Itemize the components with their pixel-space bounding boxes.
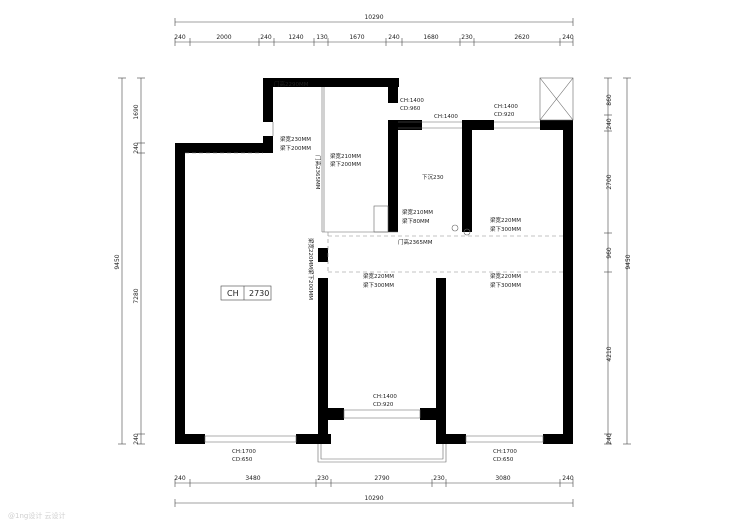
bottom-seg-2: 230 xyxy=(317,475,329,482)
ch-box-value: 2730 xyxy=(249,289,269,298)
ch-bottom-left-label-a: CH:1700 xyxy=(232,449,256,455)
ch-mid-label-b: CD:920 xyxy=(373,402,394,408)
left-dimension-total: 9450 xyxy=(114,77,126,445)
ch-bottom-left-label-b: CD:650 xyxy=(232,457,253,463)
bottom-total-text: 10290 xyxy=(364,495,383,502)
ch-room-label-b: CD:920 xyxy=(494,112,515,118)
beam6-label-b: 梁下300MM xyxy=(490,281,521,289)
top-dimension-segments: 240 2000 240 1240 130 1670 240 1680 230 … xyxy=(174,34,574,46)
bottom-seg-5: 3080 xyxy=(495,475,510,482)
door-mid-label: 门高2365MM xyxy=(398,238,433,246)
beam4-label-b: 梁下300MM xyxy=(490,225,521,233)
beam3-label-b: 梁下80MM xyxy=(402,217,430,225)
left-seg-1: 240 xyxy=(133,142,140,154)
beam5-label-b: 梁下300MM xyxy=(363,281,394,289)
door-side-label: 门高2365MM xyxy=(314,155,322,190)
right-seg-5: 240 xyxy=(606,433,613,445)
right-seg-3: 960 xyxy=(606,247,613,259)
room-labels: 门高2290MM 梁宽230MM 梁下200MM 门高2365MM 梁宽210M… xyxy=(232,80,521,463)
thin-lines xyxy=(204,77,574,463)
bottom-seg-3: 2790 xyxy=(374,475,389,482)
top-seg-4: 130 xyxy=(316,34,328,41)
bottom-seg-1: 3480 xyxy=(245,475,260,482)
beam6-label-a: 梁宽220MM xyxy=(490,272,521,280)
left-seg-3: 240 xyxy=(133,433,140,445)
sunken-label: 下沉230 xyxy=(422,173,444,181)
left-total-text: 9450 xyxy=(114,254,121,269)
right-total-text: 9450 xyxy=(625,254,632,269)
top-dimension-total: 10290 xyxy=(174,14,574,26)
top-seg-10: 240 xyxy=(562,34,574,41)
door-top-label: 门高2290MM xyxy=(274,80,309,88)
beam3-label-a: 梁宽210MM xyxy=(402,208,433,216)
ch-bath-label: CH:1400 xyxy=(434,114,458,120)
bottom-seg-4: 230 xyxy=(433,475,445,482)
top-seg-6: 240 xyxy=(388,34,400,41)
ch-box-label: CH xyxy=(227,289,239,298)
bottom-seg-6: 240 xyxy=(562,475,574,482)
top-seg-7: 1680 xyxy=(423,34,438,41)
right-seg-0: 860 xyxy=(606,94,613,106)
top-seg-8: 230 xyxy=(461,34,473,41)
top-seg-0: 240 xyxy=(174,34,186,41)
walls xyxy=(175,78,573,444)
ch-bottom-right-label-b: CD:650 xyxy=(493,457,514,463)
top-total-text: 10290 xyxy=(364,14,383,21)
watermark: @1ng设计 云设计 xyxy=(8,511,66,520)
beam1-label-b: 梁下200MM xyxy=(280,144,311,152)
beam-dashed-lines xyxy=(185,152,563,273)
top-seg-2: 240 xyxy=(260,34,272,41)
right-seg-1: 240 xyxy=(606,118,613,130)
beam2-label-b: 梁下200MM xyxy=(330,160,361,168)
ch-bottom-right-label-a: CH:1700 xyxy=(493,449,517,455)
beam1-label-a: 梁宽230MM xyxy=(280,135,311,143)
right-dimension-total: 9450 xyxy=(623,77,632,445)
bottom-dimension-segments: 240 3480 230 2790 230 3080 240 xyxy=(174,475,574,487)
right-dimension-segments: 860 240 2700 960 4210 240 xyxy=(604,77,613,445)
top-seg-3: 1240 xyxy=(288,34,303,41)
bottom-seg-0: 240 xyxy=(174,475,186,482)
left-seg-0: 1690 xyxy=(133,104,140,119)
right-seg-4: 4210 xyxy=(606,346,613,361)
beam-vertical-label: 梁宽220MM梁下200MM xyxy=(307,238,315,300)
bottom-dimension-total: 10290 xyxy=(174,495,574,507)
left-dimension-segments: 1690 240 7280 240 xyxy=(133,77,145,445)
beam4-label-a: 梁宽220MM xyxy=(490,216,521,224)
beam5-label-a: 梁宽220MM xyxy=(363,272,394,280)
right-seg-2: 2700 xyxy=(606,174,613,189)
top-seg-1: 2000 xyxy=(216,34,231,41)
top-seg-5: 1670 xyxy=(349,34,364,41)
ceiling-height-box: CH 2730 xyxy=(220,285,272,301)
ch-mid-label-a: CH:1400 xyxy=(373,394,397,400)
ch-top-label-b: CD:960 xyxy=(400,106,421,112)
left-seg-2: 7280 xyxy=(133,288,140,303)
ch-room-label-a: CH:1400 xyxy=(494,104,518,110)
ch-top-label-a: CH:1400 xyxy=(400,98,424,104)
beam2-label-a: 梁宽210MM xyxy=(330,152,361,160)
top-seg-9: 2620 xyxy=(514,34,529,41)
